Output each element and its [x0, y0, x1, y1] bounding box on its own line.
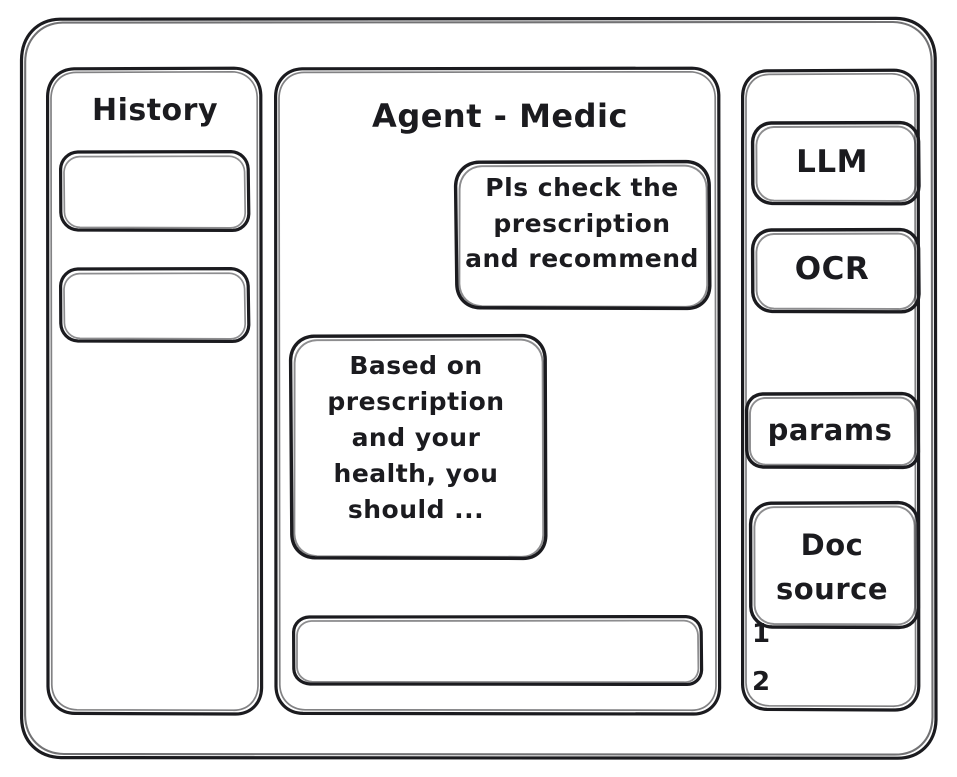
history-panel-title: History — [91, 93, 219, 128]
history-item-1[interactable] — [60, 151, 250, 232]
llm-button[interactable] — [752, 122, 919, 204]
doc-source-label: Doc source — [776, 528, 888, 606]
doc-source-item-2[interactable]: 2 — [752, 667, 771, 697]
composer-input[interactable] — [293, 617, 702, 685]
ocr-button[interactable] — [752, 229, 919, 312]
ocr-button-label: OCR — [794, 251, 870, 287]
history-item-2[interactable] — [60, 268, 250, 343]
user-message-bubble: Pls check the prescription and recommend — [465, 173, 699, 273]
page-title: Agent - Medic — [372, 97, 628, 135]
doc-source-button[interactable] — [750, 502, 918, 628]
doc-source-item-1[interactable]: 1 — [752, 619, 771, 649]
llm-button-label: LLM — [796, 144, 868, 180]
assistant-message-bubble: Based on prescription and your health, y… — [327, 351, 505, 524]
params-button-label: params — [767, 413, 893, 447]
params-button[interactable] — [746, 393, 918, 468]
